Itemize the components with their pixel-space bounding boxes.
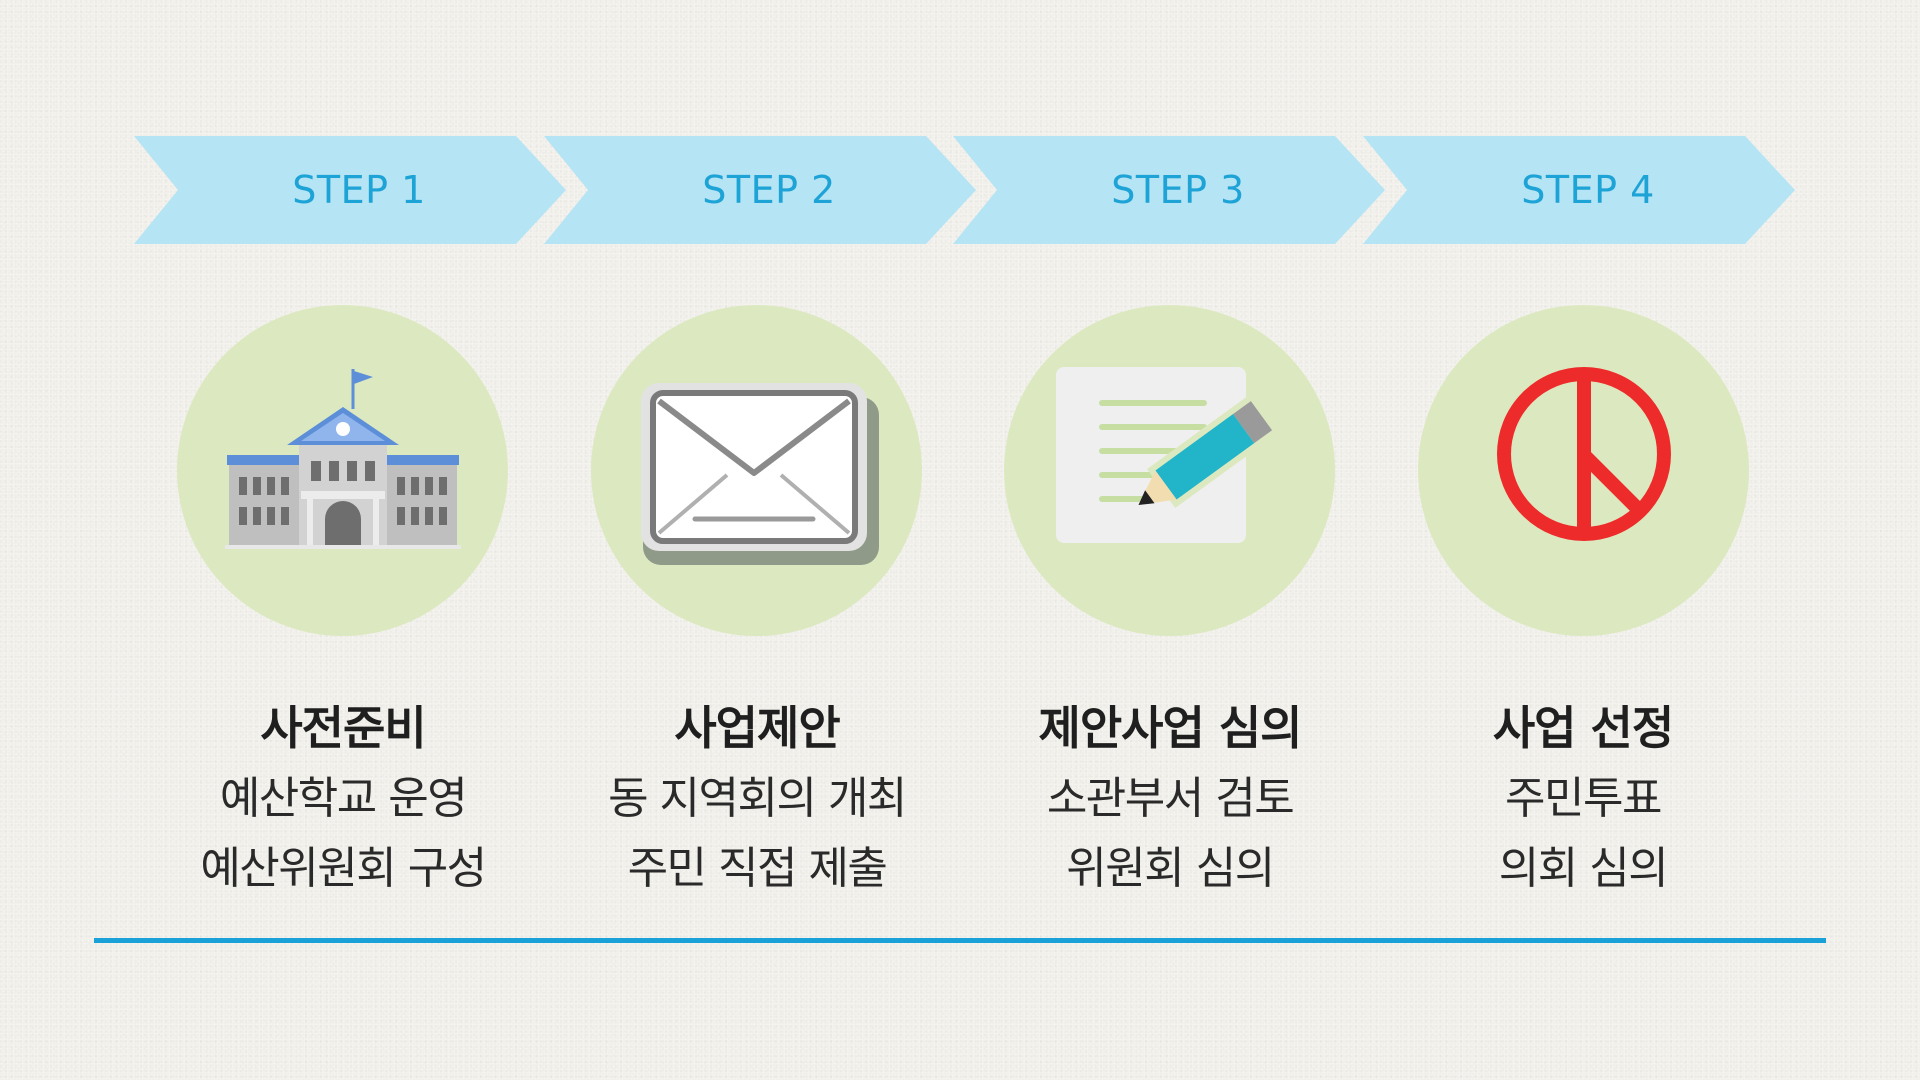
step-2-circle: [591, 305, 922, 636]
step-3-line-1: 소관부서 검토: [1046, 773, 1295, 824]
step-1-line-2: 예산위원회 구성: [200, 843, 487, 894]
document-pen-icon: [1056, 367, 1276, 543]
step-3-circle: [1004, 305, 1335, 636]
bottom-divider-line: [94, 938, 1826, 943]
step-4-chevron: STEP 4: [1363, 136, 1795, 244]
step-3-line-2: 위원회 심의: [1066, 843, 1275, 894]
step-4-line-1: 주민투표: [1505, 773, 1662, 824]
step-3-label: STEP 3: [1111, 168, 1245, 212]
step-1-line-1: 예산학교 운영: [219, 773, 468, 824]
step-2-line-1: 동 지역회의 개최: [608, 773, 907, 824]
step-2-chevron: STEP 2: [544, 136, 976, 244]
step-4-circle: [1418, 305, 1749, 636]
step-3-chevron: STEP 3: [953, 136, 1385, 244]
step-4-text: 사업 선정 주민투표 의회 심의: [1373, 692, 1793, 904]
step-3-title: 제안사업 심의: [1038, 701, 1303, 755]
step-1-circle: [177, 305, 508, 636]
step-2-text: 사업제안 동 지역회의 개최 주민 직접 제출: [547, 692, 967, 904]
step-1-title: 사전준비: [260, 701, 426, 755]
step-1-label: STEP 1: [292, 168, 426, 212]
step-2-line-2: 주민 직접 제출: [627, 843, 888, 894]
step-4-label: STEP 4: [1521, 168, 1655, 212]
vote-stamp-icon: [1497, 367, 1671, 541]
step-2-title: 사업제안: [674, 701, 840, 755]
step-1-chevron: STEP 1: [134, 136, 566, 244]
step-4-title: 사업 선정: [1492, 701, 1674, 755]
step-1-text: 사전준비 예산학교 운영 예산위원회 구성: [133, 692, 553, 904]
school-building-icon: [225, 369, 461, 549]
step-4-line-2: 의회 심의: [1498, 843, 1669, 894]
step-3-text: 제안사업 심의 소관부서 검토 위원회 심의: [960, 692, 1380, 904]
step-2-label: STEP 2: [702, 168, 836, 212]
envelope-icon: [641, 383, 879, 565]
